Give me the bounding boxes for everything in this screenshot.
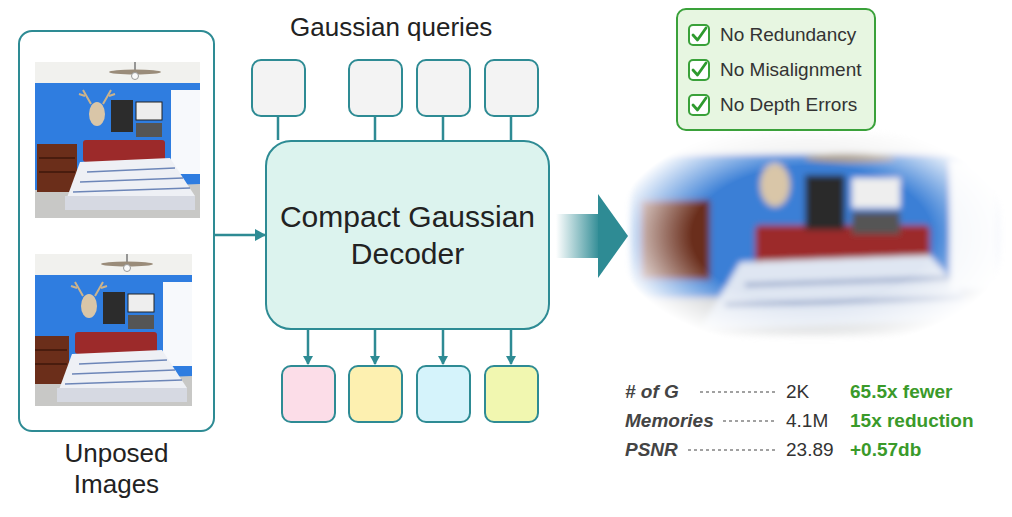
- check-icon: [687, 93, 711, 117]
- check-row: No Redundancy: [687, 17, 862, 52]
- stat-name: Memories: [625, 410, 714, 432]
- stat-gain: +0.57db: [850, 439, 921, 461]
- check-icon: [687, 58, 711, 82]
- stat-value: 23.89: [786, 439, 834, 461]
- check-text: No Misalignment: [720, 59, 862, 81]
- check-icon: [687, 23, 711, 47]
- stat-gain: 15x reduction: [850, 410, 974, 432]
- stat-name: # of G: [625, 381, 679, 403]
- flow-arrow: [215, 234, 265, 237]
- image-panel: Unposed Images: [18, 30, 215, 432]
- check-text: No Redundancy: [720, 24, 856, 46]
- check-row: No Depth Errors: [687, 87, 862, 122]
- stat-value: 2K: [786, 381, 809, 403]
- queries-heading: Gaussian queries: [290, 12, 492, 43]
- decoder-box: Compact Gaussian Decoder: [265, 140, 550, 330]
- panel-caption: Unposed Images: [42, 438, 192, 499]
- decoder-title: Compact Gaussian Decoder: [277, 198, 538, 273]
- stat-value: 4.1M: [786, 410, 828, 432]
- check-row: No Misalignment: [687, 52, 862, 87]
- stat-name: PSNR: [625, 439, 678, 461]
- check-text: No Depth Errors: [720, 94, 857, 116]
- stat-gain: 65.5x fewer: [850, 381, 952, 403]
- property-box: No Redundancy No Misalignment No Depth Err…: [676, 8, 876, 131]
